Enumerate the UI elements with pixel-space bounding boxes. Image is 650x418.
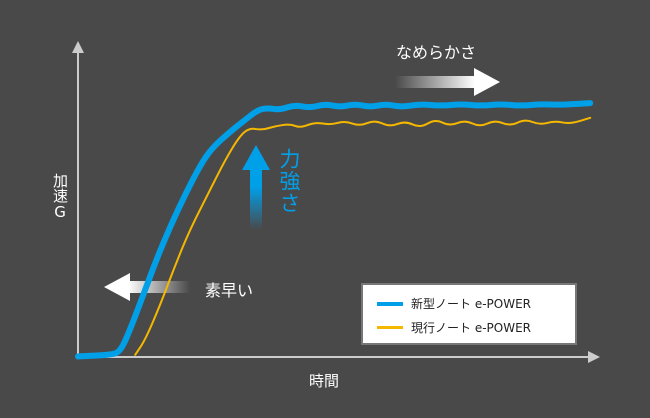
series-line-current — [134, 116, 592, 356]
legend: 新型ノート e-POWER 現行ノート e-POWER — [361, 283, 577, 345]
legend-item-new: 新型ノート e-POWER — [377, 295, 531, 312]
x-axis-label: 時間 — [309, 372, 340, 390]
smoothness-label: なめらかさ — [396, 43, 477, 62]
legend-label: 現行ノート e-POWER — [411, 321, 531, 335]
smoothness-arrow-icon — [395, 68, 500, 96]
legend-swatch-yellow — [377, 326, 403, 329]
y-axis-label: 加速G — [51, 173, 69, 221]
power-label: 力強さ — [277, 148, 301, 214]
x-axis-arrow-icon — [588, 351, 600, 363]
series-line-new — [75, 100, 594, 360]
y-axis-arrow-icon — [72, 41, 84, 53]
quickness-label: 素早い — [205, 281, 254, 300]
power-arrow-icon — [242, 145, 270, 230]
legend-swatch-blue — [377, 301, 403, 306]
legend-label: 新型ノート e-POWER — [411, 297, 531, 311]
legend-item-current: 現行ノート e-POWER — [377, 319, 531, 336]
